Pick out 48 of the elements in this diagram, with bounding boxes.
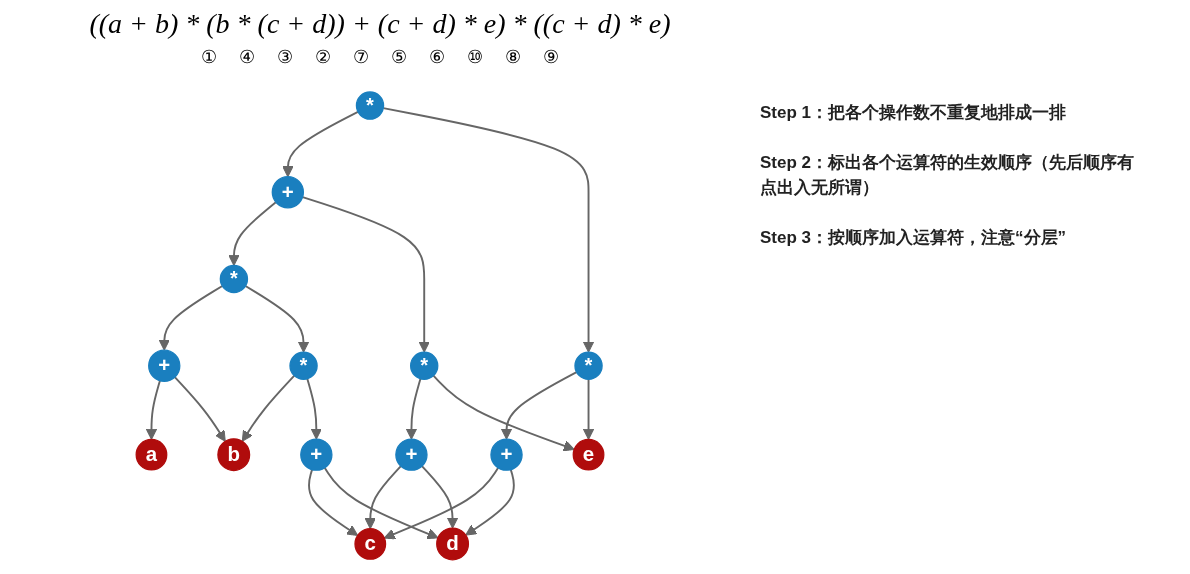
node-circle: + bbox=[395, 438, 428, 471]
order-number: ④ bbox=[239, 46, 255, 68]
arrow bbox=[364, 465, 402, 530]
node-circle: + bbox=[148, 349, 181, 382]
arrow bbox=[158, 285, 224, 351]
arrow bbox=[307, 468, 359, 536]
order-number: ⑨ bbox=[543, 46, 559, 68]
arrow bbox=[432, 374, 575, 452]
arrow bbox=[500, 371, 578, 440]
formula: ((a + b) * (b * (c + d)) + (c + d) * e) * ((c + d) * e) bbox=[88, 8, 672, 40]
arrow bbox=[228, 201, 277, 266]
order-number: ⑩ bbox=[467, 46, 483, 68]
arrow bbox=[241, 374, 296, 442]
node-circle: * bbox=[289, 351, 318, 380]
step-note: Step 3：按顺序加入运算符，注意“分层” bbox=[760, 226, 1068, 249]
order-number: ⑤ bbox=[391, 46, 407, 68]
arrow bbox=[421, 465, 459, 529]
node-circle: c bbox=[354, 528, 387, 560]
arrow bbox=[244, 285, 310, 353]
step-note: Step 1：把各个操作数不重复地排成一排 bbox=[760, 102, 1068, 124]
step-note: Step 2：标出各个运算符的生效顺序（先后顺序有点出入无所谓） bbox=[760, 151, 1136, 199]
node-circle: * bbox=[219, 264, 249, 294]
arrow bbox=[383, 466, 500, 540]
node-circle: d bbox=[436, 527, 470, 561]
node-circle: + bbox=[271, 176, 305, 209]
arrow bbox=[465, 468, 515, 536]
order-number: ① bbox=[201, 46, 217, 68]
node-circle: * bbox=[574, 351, 603, 380]
order-number: ⑦ bbox=[353, 46, 369, 68]
order-number: ② bbox=[315, 46, 331, 68]
order-number: ③ bbox=[277, 46, 293, 68]
arrow bbox=[582, 378, 595, 440]
node-circle: + bbox=[490, 438, 523, 471]
node-circle: a bbox=[135, 438, 168, 471]
arrow bbox=[145, 379, 161, 440]
node-circle: * bbox=[355, 91, 385, 120]
arrow bbox=[282, 110, 359, 178]
arrow bbox=[173, 376, 226, 442]
arrow bbox=[301, 196, 430, 353]
node-circle: e bbox=[572, 438, 605, 471]
order-number: ⑥ bbox=[429, 46, 445, 68]
node-circle: + bbox=[300, 438, 333, 471]
node-circle: * bbox=[410, 351, 439, 380]
arrow bbox=[323, 466, 439, 540]
arrow bbox=[306, 377, 322, 440]
order-number: ⑧ bbox=[505, 46, 521, 68]
node-circle: b bbox=[217, 438, 251, 472]
arrow bbox=[405, 377, 422, 440]
